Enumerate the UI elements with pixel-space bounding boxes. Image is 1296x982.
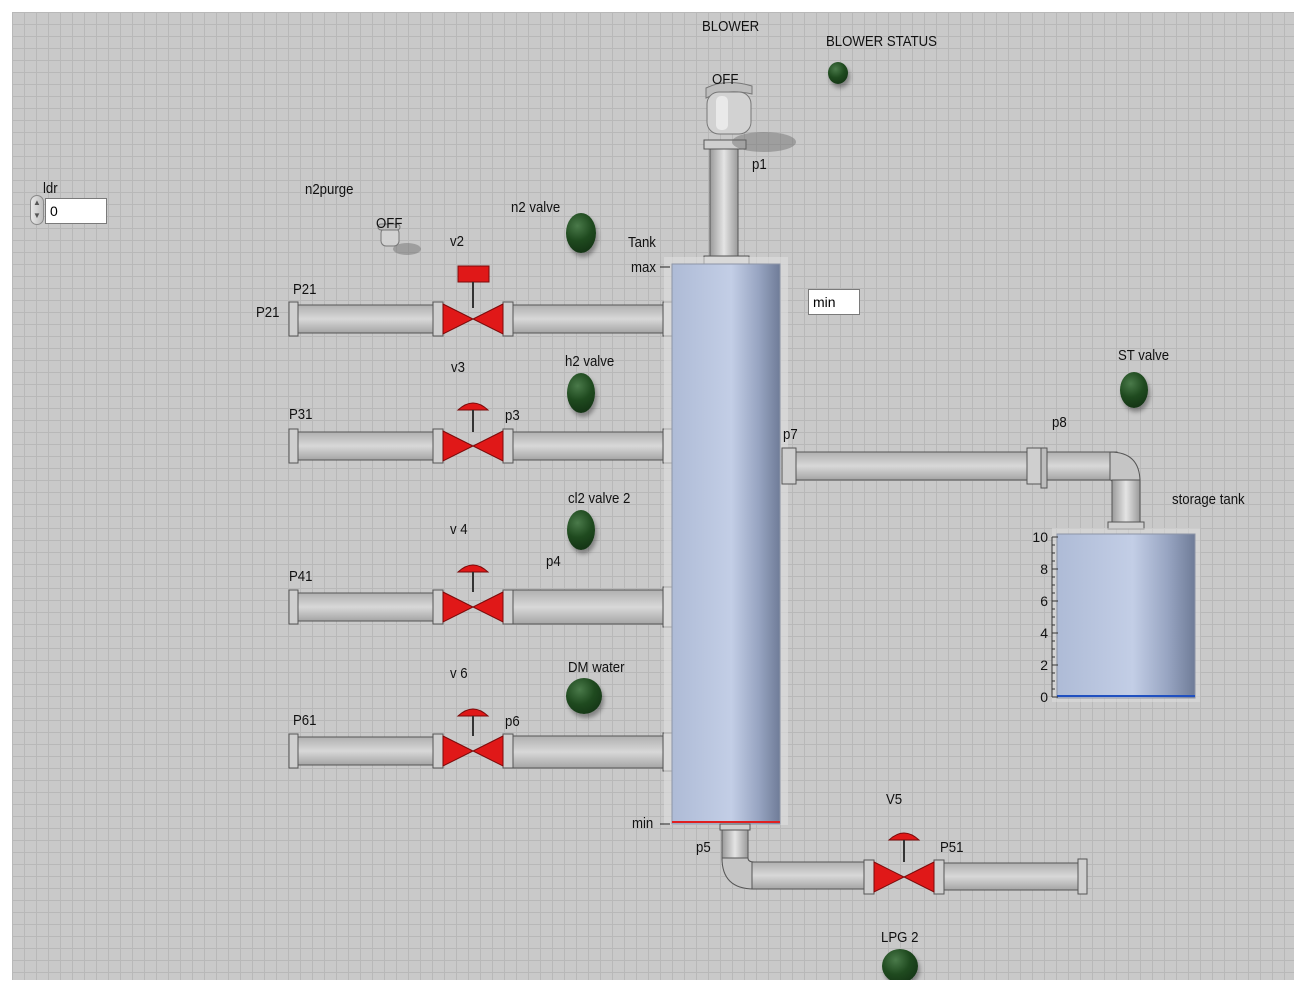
p41-label: P41 <box>289 568 313 585</box>
scale-tick-label: 10 <box>1032 529 1048 545</box>
p1-label: p1 <box>752 156 767 173</box>
valve-v3[interactable] <box>432 402 514 464</box>
pipe-row-p61 <box>288 732 673 772</box>
scale-tick-label: 4 <box>1040 625 1048 641</box>
n2purge-switch[interactable] <box>377 223 421 255</box>
scale-tick-label: 2 <box>1040 657 1048 673</box>
p7-label: p7 <box>783 426 798 443</box>
valve-v2[interactable] <box>432 265 514 337</box>
dm-water-led <box>566 678 602 714</box>
p6-label: p6 <box>505 713 520 730</box>
h2-valve-led <box>567 373 595 413</box>
p21-top-label: P21 <box>293 281 317 298</box>
n2purge-state-text: OFF <box>376 215 403 232</box>
pipe-p7-p8 <box>781 447 1145 530</box>
valve-v5[interactable] <box>863 832 945 895</box>
ldr-input[interactable]: 0 <box>45 198 107 224</box>
v3-label: v3 <box>451 359 465 376</box>
tank-max-label: max <box>631 259 656 276</box>
p61-label: P61 <box>293 712 317 729</box>
v5-label: V5 <box>886 791 903 808</box>
st-valve-label: ST valve <box>1118 347 1170 364</box>
ldr-label: ldr <box>43 180 58 197</box>
p4-label: p4 <box>546 553 561 570</box>
blower-switch[interactable] <box>705 82 796 152</box>
valve-v6[interactable] <box>432 708 514 769</box>
pipe-p5 <box>719 823 871 890</box>
v6-label: v 6 <box>450 665 468 682</box>
p3-label: p3 <box>505 407 520 424</box>
n2-valve-led <box>566 213 596 253</box>
cl2-valve-label: cl2 valve 2 <box>568 490 631 507</box>
v2-label: v2 <box>450 233 464 250</box>
blower-state-text: OFF <box>712 71 739 88</box>
pipe-row-p41 <box>288 586 673 628</box>
pipe-row-p31 <box>288 428 673 464</box>
blower-status-led <box>828 62 848 84</box>
storage-tank-scale: 10 8 6 4 2 0 <box>1032 529 1058 705</box>
p8-label: p8 <box>1052 414 1067 431</box>
lpg-label: LPG 2 <box>881 929 919 946</box>
p5-label: p5 <box>696 839 711 856</box>
scale-tick-label: 6 <box>1040 593 1048 609</box>
blower-status-label: BLOWER STATUS <box>826 33 937 50</box>
dm-water-label: DM water <box>568 659 625 676</box>
pipe-p51 <box>943 858 1088 895</box>
tank-min-label: min <box>632 815 654 832</box>
tank-label: Tank <box>628 234 656 251</box>
n2-valve-label: n2 valve <box>511 199 561 216</box>
n2purge-label: n2purge <box>305 181 354 198</box>
storage-tank <box>1052 528 1200 702</box>
cl2-valve-led <box>567 510 595 550</box>
h2-valve-label: h2 valve <box>565 353 615 370</box>
storage-tank-label: storage tank <box>1172 491 1245 508</box>
blower-label: BLOWER <box>702 18 760 35</box>
p21-side-label: P21 <box>256 304 280 321</box>
scale-tick-label: 8 <box>1040 561 1048 577</box>
pipe-p1 <box>703 139 750 266</box>
main-tank <box>660 257 788 825</box>
valve-v4[interactable] <box>432 564 514 625</box>
scale-tick-label: 0 <box>1040 689 1048 705</box>
v4-label: v 4 <box>450 521 468 538</box>
lpg-led <box>882 949 918 980</box>
process-diagram: 10 8 6 4 2 0 <box>288 82 1200 895</box>
st-valve-led <box>1120 372 1148 408</box>
p51-label: P51 <box>940 839 964 856</box>
p31-label: P31 <box>289 406 313 423</box>
tank-status-display: min <box>808 289 860 315</box>
ldr-spinner[interactable]: ▲▼ <box>30 195 44 225</box>
